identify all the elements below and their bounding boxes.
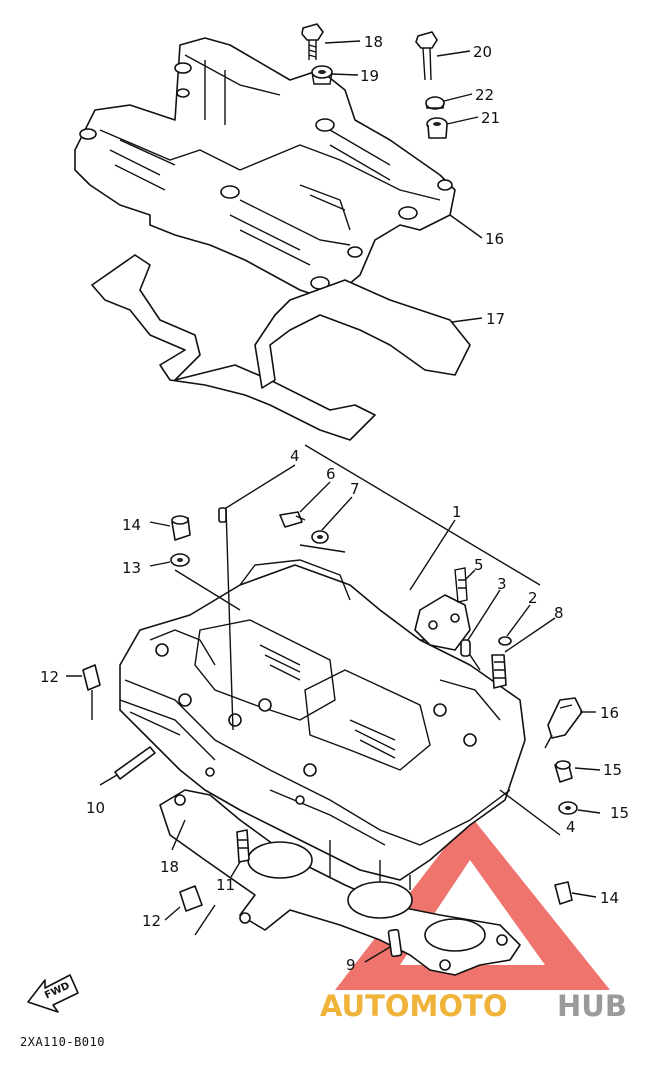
- callout-2: 2: [528, 589, 538, 607]
- callout-15: 15: [610, 804, 629, 822]
- grommet-24: [426, 117, 448, 139]
- callout-22: 19: [360, 67, 379, 85]
- spark-plug-17: [544, 697, 583, 749]
- bolt-23: [415, 31, 438, 81]
- dowel-pin-3: [460, 639, 471, 657]
- callout-25: 22: [475, 86, 494, 104]
- callout-12-bottom: 12: [142, 912, 161, 930]
- nut-12-bottom: [179, 885, 203, 912]
- stud-bolt-8: [491, 654, 507, 689]
- washer-15: [558, 801, 578, 815]
- leader-lines: [66, 40, 601, 963]
- callout-19: 16: [485, 230, 504, 248]
- washer-7: [311, 530, 329, 544]
- callout-13: 13: [122, 559, 141, 577]
- stud-10: [114, 746, 156, 780]
- callouts: 18 19 20 22 21 16 17 4 6 7 1 14 13 5 3 2…: [40, 33, 629, 974]
- cylinder-head-gasket: [159, 789, 521, 976]
- callout-7: 7: [350, 480, 360, 498]
- callout-4-top: 4: [290, 447, 300, 465]
- watermark-text-hub: HUB: [557, 989, 627, 1023]
- watermark-logo: AUTOMOTO HUB: [320, 989, 627, 1023]
- callout-9: 9: [346, 956, 356, 974]
- cap-nut-16-right: [554, 760, 573, 783]
- head-cover-gasket: [91, 254, 471, 441]
- callout-8: 8: [554, 604, 564, 622]
- washer-25: [425, 96, 445, 110]
- cap-nut-16-left: [171, 515, 191, 541]
- callout-10: 10: [86, 799, 105, 817]
- stud-11: [236, 829, 250, 863]
- nut-12-top: [82, 664, 101, 691]
- bolt-21: [301, 23, 324, 60]
- o-ring-2: [498, 636, 512, 646]
- callout-1: 1: [452, 503, 462, 521]
- dowel-pin-4-top: [218, 507, 227, 523]
- callout-16-left: 14: [122, 516, 141, 534]
- callout-20: 17: [486, 310, 505, 328]
- callout-6: 6: [326, 465, 336, 483]
- cylinder-head: [119, 559, 526, 890]
- watermark-text-automoto: AUTOMOTO: [320, 989, 507, 1023]
- callout-14: 14: [600, 889, 619, 907]
- callout-16-right: 15: [603, 761, 622, 779]
- callout-5: 5: [474, 556, 484, 574]
- drawing-code: 2XA110-B010: [20, 1035, 105, 1049]
- callout-3: 3: [497, 575, 507, 593]
- dowel-9: [387, 928, 403, 958]
- camshaft-cap: [414, 567, 471, 651]
- callout-21: 18: [364, 33, 383, 51]
- grommet-22: [311, 65, 333, 85]
- callout-17: 16: [600, 704, 619, 722]
- callout-11: 11: [216, 876, 235, 894]
- callout-4-bottom: 4: [566, 818, 576, 836]
- callout-18: 18: [160, 858, 179, 876]
- bolt-6: [279, 511, 306, 528]
- callout-24: 21: [481, 109, 500, 127]
- fwd-arrow: FWD: [27, 974, 79, 1013]
- plug-14: [554, 881, 573, 905]
- callout-23: 20: [473, 43, 492, 61]
- callout-12-top: 12: [40, 668, 59, 686]
- washer-13: [170, 553, 190, 567]
